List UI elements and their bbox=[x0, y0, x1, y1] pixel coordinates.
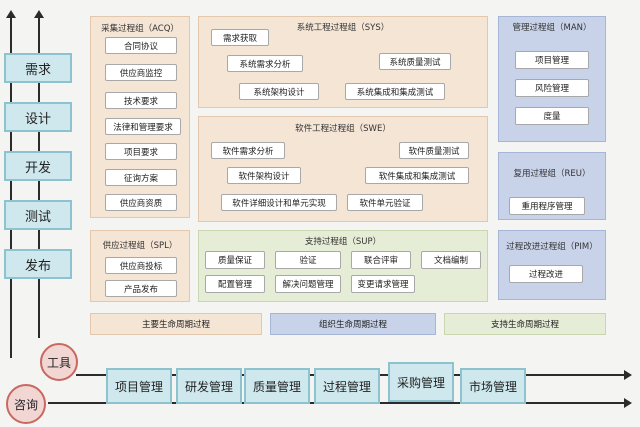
pim-title: 过程改进过程组（PIM） bbox=[506, 242, 598, 252]
process-procurement-management: 采购管理 bbox=[388, 362, 454, 402]
sys-group: 系统工程过程组（SYS） 需求获取 系统需求分析 系统质量测试 系统架构设计 系… bbox=[198, 16, 488, 108]
reu-group: 复用过程组（REU） 重用程序管理 bbox=[498, 152, 606, 220]
man-item: 风险管理 bbox=[515, 79, 589, 97]
sup-item: 配置管理 bbox=[205, 275, 265, 293]
consult-flow-arrow bbox=[624, 398, 632, 408]
swe-item: 软件详细设计和单元实现 bbox=[221, 194, 337, 211]
stage-design: 设计 bbox=[4, 102, 72, 132]
sys-item: 系统架构设计 bbox=[239, 83, 319, 100]
lifecycle-arrow-left bbox=[6, 10, 16, 18]
process-project-management: 项目管理 bbox=[106, 368, 172, 404]
sys-item: 系统需求分析 bbox=[227, 55, 303, 72]
tool-circle: 工具 bbox=[40, 343, 78, 381]
sup-item: 变更请求管理 bbox=[351, 275, 415, 293]
lifecycle-arrow-right bbox=[34, 10, 44, 18]
reu-item: 重用程序管理 bbox=[509, 197, 585, 215]
stage-release: 发布 bbox=[4, 249, 72, 279]
stage-development: 开发 bbox=[4, 151, 72, 181]
process-rd-management: 研发管理 bbox=[176, 368, 242, 404]
lifecycle-line-left bbox=[10, 18, 12, 358]
sup-item: 解决问题管理 bbox=[275, 275, 341, 293]
sup-group: 支持过程组（SUP） 质量保证 验证 联合评审 文档编制 配置管理 解决问题管理… bbox=[198, 230, 488, 302]
swe-item: 软件需求分析 bbox=[211, 142, 285, 159]
reu-title: 复用过程组（REU） bbox=[513, 169, 591, 179]
acq-item: 技术要求 bbox=[105, 92, 177, 109]
band-support-lifecycle: 支持生命周期过程 bbox=[444, 313, 606, 335]
process-market-management: 市场管理 bbox=[460, 368, 526, 404]
process-process-management: 过程管理 bbox=[314, 368, 380, 404]
swe-item: 软件质量测试 bbox=[399, 142, 469, 159]
swe-item: 软件集成和集成测试 bbox=[365, 167, 469, 184]
band-primary-lifecycle: 主要生命周期过程 bbox=[90, 313, 262, 335]
consult-circle: 咨询 bbox=[6, 384, 46, 424]
acq-item: 征询方案 bbox=[105, 169, 177, 186]
spl-item: 产品发布 bbox=[105, 280, 177, 297]
sup-item: 验证 bbox=[275, 251, 341, 269]
sys-item: 需求获取 bbox=[211, 29, 269, 46]
man-group: 管理过程组（MAN） 项目管理 风险管理 度量 bbox=[498, 16, 606, 142]
man-item: 度量 bbox=[515, 107, 589, 125]
stage-requirements: 需求 bbox=[4, 53, 72, 83]
swe-group: 软件工程过程组（SWE） 软件需求分析 软件质量测试 软件架构设计 软件集成和集… bbox=[198, 116, 488, 222]
tool-flow-arrow bbox=[624, 370, 632, 380]
sup-item: 联合评审 bbox=[351, 251, 411, 269]
band-organizational-lifecycle: 组织生命周期过程 bbox=[270, 313, 436, 335]
sup-item: 文档编制 bbox=[421, 251, 481, 269]
acq-item: 合同协议 bbox=[105, 37, 177, 54]
acq-item: 供应商资质 bbox=[105, 194, 177, 211]
process-quality-management: 质量管理 bbox=[244, 368, 310, 404]
spl-title: 供应过程组（SPL） bbox=[102, 241, 178, 251]
sys-item: 系统质量测试 bbox=[379, 53, 451, 70]
sys-item: 系统集成和集成测试 bbox=[345, 83, 445, 100]
spl-item: 供应商投标 bbox=[105, 257, 177, 274]
sup-item: 质量保证 bbox=[205, 251, 265, 269]
acq-item: 项目要求 bbox=[105, 143, 177, 160]
spl-group: 供应过程组（SPL） 供应商投标 产品发布 bbox=[90, 230, 190, 302]
pim-item: 过程改进 bbox=[509, 265, 583, 283]
sup-title: 支持过程组（SUP） bbox=[304, 237, 382, 247]
pim-group: 过程改进过程组（PIM） 过程改进 bbox=[498, 230, 606, 300]
acq-item: 法律和管理要求 bbox=[105, 118, 181, 135]
acq-group: 采集过程组（ACQ） 合同协议 供应商监控 技术要求 法律和管理要求 项目要求 … bbox=[90, 16, 190, 218]
acq-title: 采集过程组（ACQ） bbox=[101, 24, 179, 34]
man-item: 项目管理 bbox=[515, 51, 589, 69]
acq-item: 供应商监控 bbox=[105, 64, 177, 81]
swe-item: 软件架构设计 bbox=[227, 167, 301, 184]
swe-item: 软件单元验证 bbox=[347, 194, 423, 211]
stage-testing: 测试 bbox=[4, 200, 72, 230]
swe-title: 软件工程过程组（SWE） bbox=[295, 124, 391, 134]
man-title: 管理过程组（MAN） bbox=[512, 23, 592, 33]
sys-title: 系统工程过程组（SYS） bbox=[296, 23, 390, 33]
